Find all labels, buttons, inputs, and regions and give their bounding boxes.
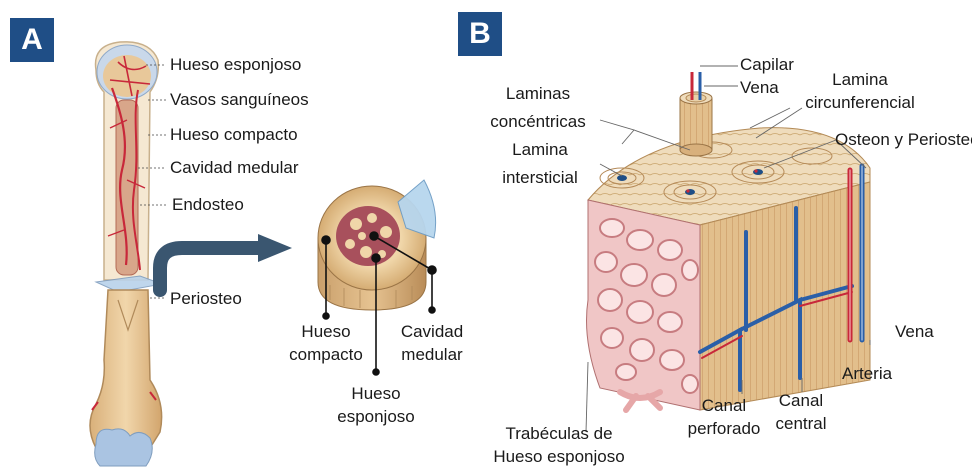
label-trabeculas: Trabéculas de Hueso esponjoso — [484, 424, 634, 467]
osteon-cylinder — [680, 72, 712, 156]
label-canal-central-line2: central — [768, 414, 834, 434]
label-canal-perf-line2: perforado — [684, 419, 764, 439]
label-lamina-circunferencial: Lamina circunferencial — [800, 70, 920, 113]
label-laminas-conc-line2: concéntricas — [480, 112, 596, 132]
label-lamina-circ-line2: circunferencial — [800, 93, 920, 113]
label-trabeculas-line1: Trabéculas de — [484, 424, 634, 444]
label-laminas-conc-line1: Laminas — [480, 84, 596, 104]
label-lamina-inter-line1: Lamina — [488, 140, 592, 160]
label-vena-right: Vena — [895, 322, 934, 342]
label-trabeculas-line2: Hueso esponjoso — [484, 447, 634, 467]
label-arteria: Arteria — [842, 364, 892, 384]
label-canal-central-line1: Canal — [768, 391, 834, 411]
label-lamina-circ-line1: Lamina — [800, 70, 920, 90]
label-canal-perf-line1: Canal — [684, 396, 764, 416]
label-capilar: Capilar — [740, 55, 794, 75]
label-osteon-periosteo: Osteon y Periosteo — [835, 130, 972, 150]
label-laminas-concentricas: Laminas concéntricas — [480, 84, 596, 132]
label-canal-central: Canal central — [768, 391, 834, 434]
label-lamina-inter-line2: intersticial — [488, 168, 592, 188]
label-lamina-intersticial: Lamina intersticial — [488, 140, 592, 188]
label-vena-top: Vena — [740, 78, 779, 98]
label-canal-perforado: Canal perforado — [684, 396, 764, 439]
